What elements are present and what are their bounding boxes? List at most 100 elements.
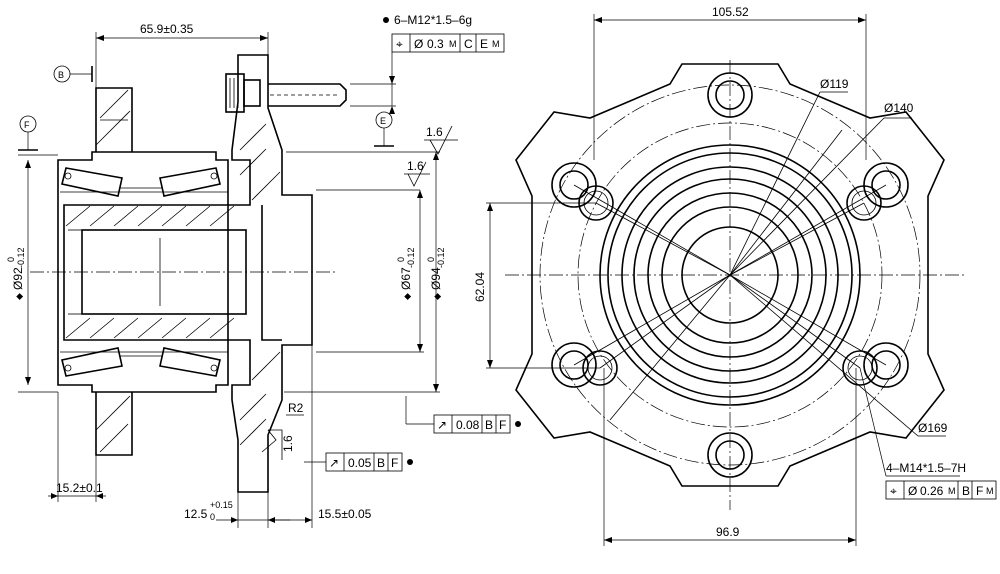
runout-2-symbol: ↗ — [329, 456, 339, 470]
dim-65-9-label: 65.9±0.35 — [140, 22, 194, 36]
stud-spec-callout: 6–M12*1.5–6g ⌖ Ø 0.3 M C E M — [350, 13, 505, 114]
stud-datum-e: E — [480, 37, 488, 51]
mount-flange-top — [95, 87, 133, 152]
dim-15-5: 15.5±0.05 — [268, 345, 372, 528]
hub-ring-4 — [633, 178, 827, 372]
runout-2-datum-b: B — [377, 456, 385, 470]
hub-body — [63, 54, 313, 493]
dim-dia-67-upper: 0 — [396, 257, 406, 262]
stud-holes — [551, 72, 909, 478]
dim-dia-92-lower: -0.12 — [16, 247, 26, 268]
hub-bore — [81, 229, 247, 315]
dim-dia-140: Ø140 — [884, 101, 914, 119]
hole-position-symbol: ⌖ — [890, 484, 897, 498]
dim-dia-94-diamond: ◆ — [432, 293, 442, 300]
dim-dia-140-label: Ø140 — [884, 101, 914, 115]
roller-set-bottom — [60, 347, 228, 377]
dim-12-5-upper: +0.15 — [210, 500, 233, 510]
hole-tol-value: 0.26 — [920, 484, 944, 498]
roughness-1: 1.6 — [286, 125, 458, 155]
datum-f-label: F — [24, 120, 30, 130]
dim-dia-92-label: Ø92 — [11, 267, 25, 290]
datum-b-label: B — [58, 70, 64, 80]
hub-ring-3 — [621, 166, 839, 384]
roughness-2-label: 1.6 — [407, 159, 424, 173]
stud-dia-symbol: Ø — [414, 37, 423, 51]
dim-dia-169: Ø169 — [918, 421, 948, 437]
hole-dia-symbol: Ø — [908, 484, 917, 498]
section-view: 65.9±0.35 B F 6–M12*1.5–6g ⌖ Ø 0 — [6, 13, 521, 528]
dim-96-9-label: 96.9 — [716, 525, 740, 539]
dim-62-04-label: 62.04 — [473, 272, 487, 302]
stud-position-symbol: ⌖ — [396, 37, 403, 51]
radial-lines — [573, 91, 919, 437]
dim-12-5: 12.5 +0.15 0 — [184, 492, 290, 528]
hatch-pattern — [65, 89, 281, 453]
dim-dia-94-label: Ø94 — [429, 267, 443, 290]
runout-callout-2: ↗ 0.05 B F — [304, 452, 413, 472]
dim-dia-92-upper: 0 — [6, 257, 16, 262]
hub-ring-1 — [599, 144, 861, 406]
dim-dia-94-upper: 0 — [426, 257, 436, 262]
stud-tol-value: 0.3 — [427, 37, 444, 51]
hub-bore-front — [681, 226, 779, 324]
roughness-3-label: 1.6 — [281, 435, 295, 452]
dim-96-9: 96.9 — [603, 368, 857, 546]
hole-datum-f: F — [976, 484, 983, 498]
stud-mmc: M — [449, 39, 457, 49]
dim-dia-119: Ø119 — [820, 77, 849, 93]
outer-ring — [57, 151, 229, 393]
dim-dia-67-label: Ø67 — [399, 267, 413, 290]
hub-ring-2 — [607, 152, 853, 398]
datum-e-marker: E — [374, 111, 394, 147]
runout-1-datum-b: B — [485, 418, 493, 432]
dim-dia-119-label: Ø119 — [820, 77, 849, 91]
wheel-stud — [225, 73, 347, 113]
roughness-1-label: 1.6 — [426, 125, 443, 139]
stud-spec-text: 6–M12*1.5–6g — [394, 13, 472, 27]
hole-spec-callout: 4–M14*1.5–7H ⌖ Ø 0.26 M B F M — [859, 367, 997, 500]
roughness-2: 1.6 — [316, 159, 430, 191]
pilot-step — [261, 205, 282, 341]
hub-ring-6 — [661, 206, 799, 344]
dim-65-9: 65.9±0.35 — [95, 22, 269, 88]
hub-ring-5 — [647, 192, 813, 358]
dim-dia-67-lower: -0.12 — [406, 247, 416, 268]
dim-62-04: 62.04 — [473, 202, 600, 369]
front-view: 105.52 Ø119 Ø140 62.04 Ø169 — [473, 5, 997, 546]
stud-datum-c: C — [464, 37, 473, 51]
dim-15-2-label: 15.2±0.1 — [56, 481, 103, 495]
hole-datum-f-mmc: M — [986, 486, 994, 496]
bolt-circle-169 — [539, 84, 921, 466]
flange-outline — [515, 63, 945, 487]
runout-1-value: 0.08 — [456, 418, 480, 432]
hole-spec-text: 4–M14*1.5–7H — [886, 461, 966, 475]
dim-15-2: 15.2±0.1 — [48, 392, 106, 502]
bolt-circle-140 — [577, 122, 883, 428]
dim-12-5-label: 12.5 — [184, 507, 208, 521]
dim-dia-67: ◆ Ø67 0 -0.12 — [316, 190, 424, 353]
datum-f-marker: F — [18, 115, 58, 156]
runout-1-symbol: ↗ — [437, 418, 447, 432]
radius-r2-label: R2 — [288, 401, 304, 415]
roller-set-top — [60, 167, 228, 197]
dim-12-5-lower: 0 — [210, 512, 215, 522]
runout-callout-1: ↗ 0.08 B F — [405, 396, 521, 434]
mount-flange-bottom — [95, 392, 133, 456]
dim-dia-94: ◆ Ø94 0 -0.12 — [284, 152, 446, 393]
datum-b-marker: B — [53, 65, 93, 83]
hole-mmc: M — [948, 486, 956, 496]
runout-2-datum-f: F — [391, 456, 398, 470]
datum-e-label: E — [380, 116, 386, 126]
dim-105-52: 105.52 — [593, 5, 867, 160]
dim-dia-94-lower: -0.12 — [436, 247, 446, 268]
roughness-3: 1.6 — [261, 429, 295, 460]
runout-1-datum-f: F — [499, 418, 506, 432]
runout-2-value: 0.05 — [348, 456, 372, 470]
dim-dia-67-diamond: ◆ — [402, 293, 412, 300]
dim-dia-169-label: Ø169 — [918, 421, 948, 435]
dim-dia-92-diamond: ◆ — [14, 293, 24, 300]
dim-dia-92: ◆ Ø92 0 -0.12 — [6, 160, 58, 393]
